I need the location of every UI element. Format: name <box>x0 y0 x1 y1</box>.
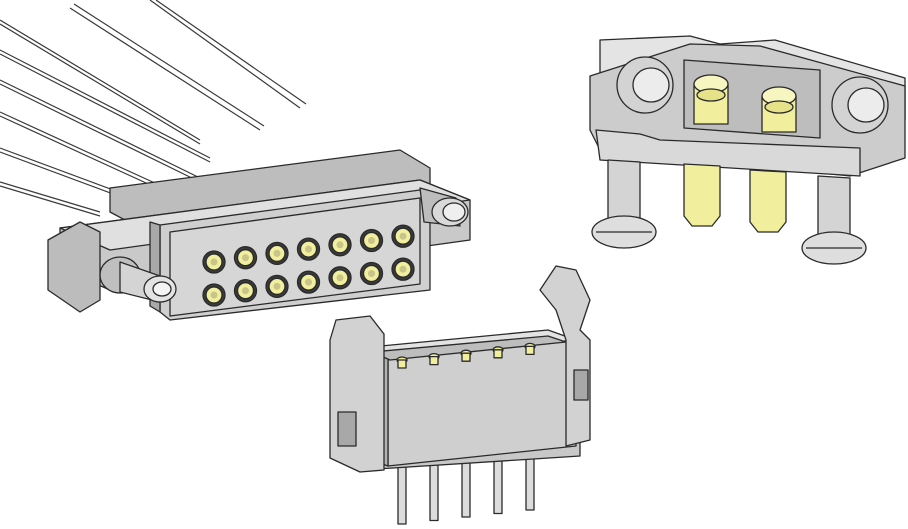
power-pin-2 <box>749 169 787 233</box>
contact-hole <box>359 261 384 286</box>
contact-hole <box>359 228 384 253</box>
cable-wires <box>0 0 307 217</box>
contact-hole <box>328 233 352 257</box>
power-connector-left-screw <box>591 159 657 249</box>
pin-header-contacts <box>396 342 536 369</box>
pin-header-body-front <box>387 339 577 467</box>
power-pin-1 <box>683 163 721 227</box>
header-contact <box>524 342 536 356</box>
power-connector-right-screw <box>801 175 867 265</box>
header-lead <box>493 454 503 515</box>
header-contact <box>492 346 504 359</box>
contact-hole <box>265 241 289 266</box>
cable-connector-contacts <box>202 224 415 307</box>
power-contact-1 <box>693 74 729 125</box>
contact-hole <box>296 237 321 261</box>
contact-hole <box>391 224 415 248</box>
pin-header-right-latch <box>539 265 591 447</box>
power-contact-2 <box>761 86 797 133</box>
power-connector <box>589 35 906 265</box>
contact-hole <box>233 279 258 303</box>
contact-hole <box>202 250 226 274</box>
pin-header <box>329 265 591 525</box>
contact-hole <box>265 274 289 299</box>
header-lead <box>461 458 471 518</box>
header-contact <box>396 356 408 369</box>
contact-hole <box>233 246 258 270</box>
header-lead <box>429 461 439 522</box>
pin-header-left-latch <box>329 315 385 473</box>
contact-hole <box>391 257 415 281</box>
cable-connector-right-screw <box>419 187 469 227</box>
header-lead <box>525 451 535 511</box>
cable-connector <box>0 0 471 321</box>
contact-hole <box>296 270 321 294</box>
header-contact <box>460 349 472 362</box>
power-connector-front-face <box>595 129 861 177</box>
contact-hole <box>202 283 226 307</box>
cable-connector-left-ear <box>47 221 101 313</box>
header-contact <box>428 352 440 366</box>
cable-connector-left-screw <box>99 256 177 303</box>
header-lead <box>397 465 407 525</box>
contact-hole <box>328 266 352 290</box>
